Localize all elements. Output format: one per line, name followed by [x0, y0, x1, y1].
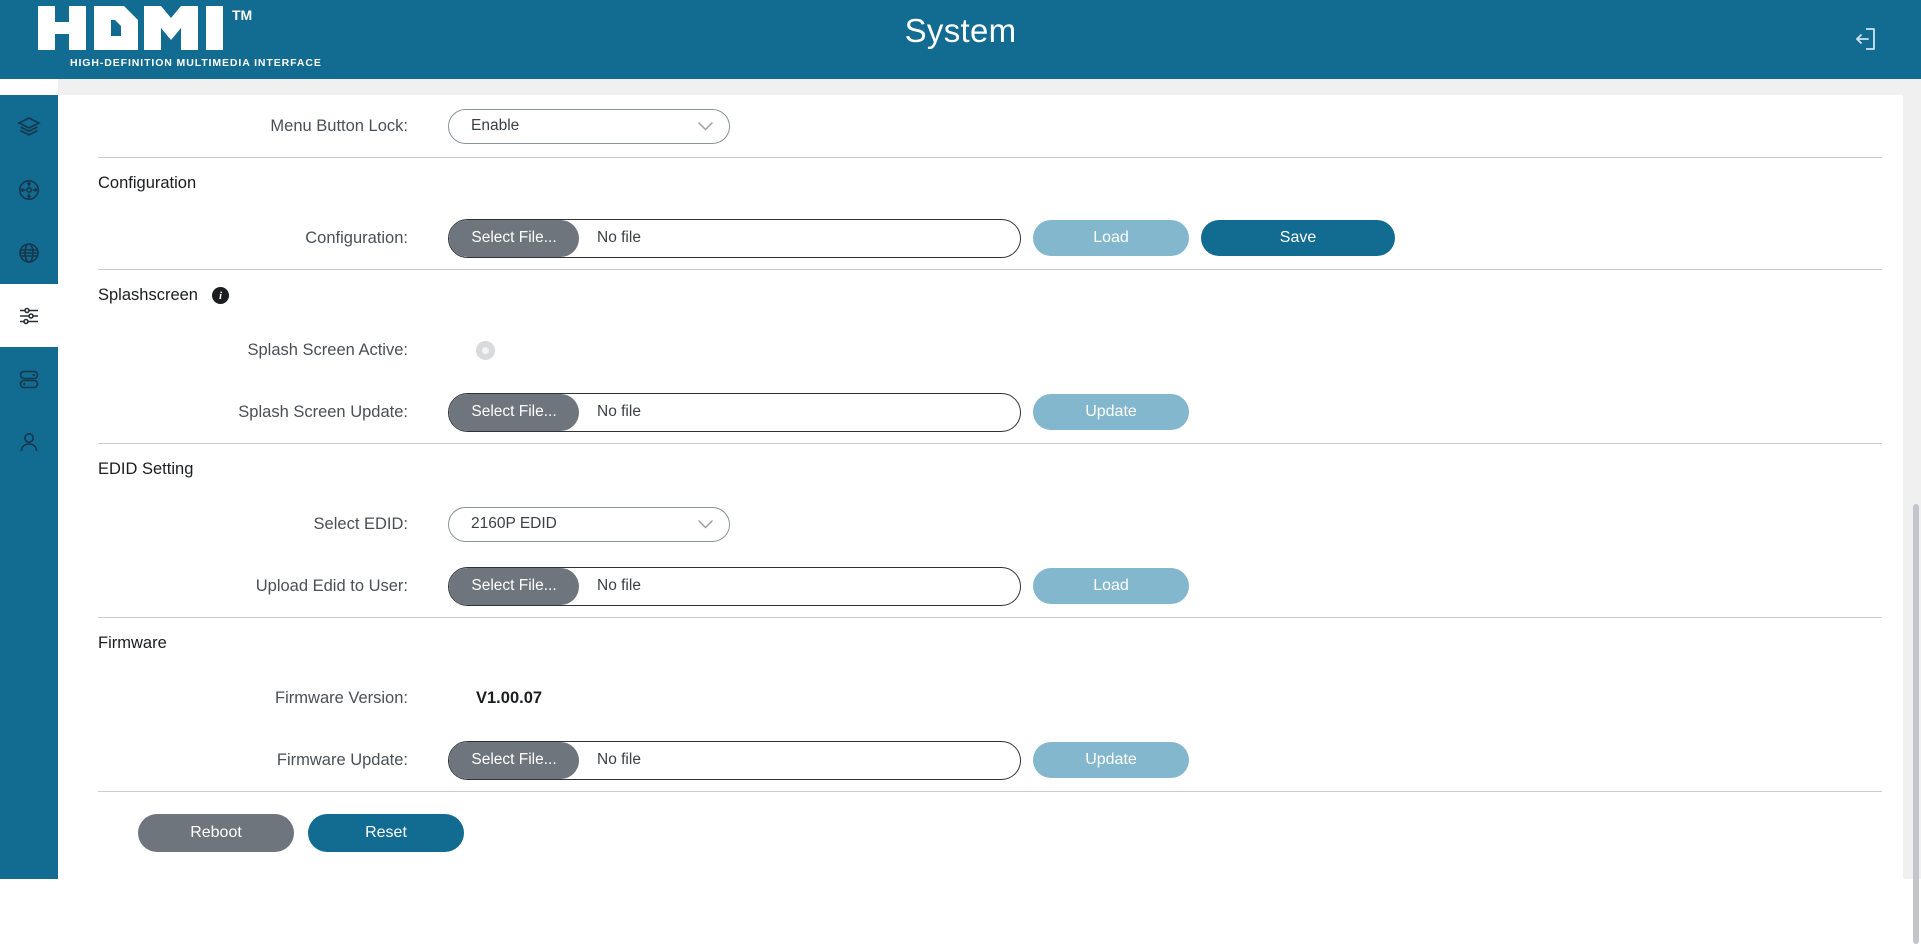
hdmi-wordmark-icon: TM — [38, 6, 252, 50]
firmware-file-input[interactable]: Select File... No file — [448, 740, 1021, 780]
panel-top-gap — [58, 79, 1903, 95]
firmware-update-button[interactable]: Update — [1033, 742, 1189, 778]
row-menu-button-lock: Menu Button Lock: Enable — [98, 95, 1888, 157]
footer-actions: Reboot Reset — [98, 792, 1888, 852]
menu-button-lock-label: Menu Button Lock: — [270, 116, 408, 135]
row-firmware-version: Firmware Version: V1.00.07 — [98, 667, 1888, 729]
splash-screen-file-name: No file — [597, 403, 641, 420]
section-edid: EDID Setting — [98, 444, 1888, 493]
splash-screen-active-radio[interactable] — [476, 340, 495, 360]
divider — [98, 617, 1882, 618]
splash-screen-file-input[interactable]: Select File... No file — [448, 392, 1021, 432]
row-select-edid: Select EDID: 2160P EDID — [98, 493, 1888, 555]
configuration-label: Configuration: — [305, 228, 408, 247]
configuration-file-name: No file — [597, 229, 641, 246]
hdmi-logo: TM HIGH-DEFINITION MULTIMEDIA INTERFACE — [36, 4, 321, 72]
globe-icon — [19, 242, 39, 263]
reboot-button[interactable]: Reboot — [138, 814, 294, 852]
row-splash-screen-update: Splash Screen Update: Select File... No … — [98, 381, 1888, 443]
firmware-file-name: No file — [597, 751, 641, 768]
divider — [98, 443, 1882, 444]
reset-button[interactable]: Reset — [308, 814, 464, 852]
firmware-select-file-button[interactable]: Select File... — [449, 741, 579, 779]
sidebar-nav — [0, 95, 58, 879]
section-splashscreen: Splashscreen i — [98, 270, 1888, 319]
page-scrollbar-track[interactable] — [1903, 79, 1921, 944]
configuration-load-button[interactable]: Load — [1033, 220, 1189, 256]
splash-screen-active-label: Splash Screen Active: — [247, 340, 408, 359]
splashscreen-info-icon[interactable]: i — [211, 287, 229, 304]
row-splash-screen-active: Splash Screen Active: — [98, 319, 1888, 381]
select-edid-value: 2160P EDID — [471, 515, 557, 532]
layers-icon — [17, 116, 41, 136]
row-upload-edid: Upload Edid to User: Select File... No f… — [98, 555, 1888, 617]
splash-screen-select-file-button[interactable]: Select File... — [449, 393, 579, 431]
sidebar-item-user[interactable] — [0, 410, 58, 473]
menu-button-lock-value: Enable — [471, 117, 520, 134]
firmware-version-label: Firmware Version: — [275, 688, 408, 707]
user-icon — [20, 432, 38, 451]
configuration-section-title: Configuration — [98, 174, 197, 192]
chevron-down-icon — [698, 519, 713, 529]
divider — [98, 791, 1882, 792]
edid-section-title: EDID Setting — [98, 460, 194, 478]
divider — [98, 269, 1882, 270]
server-icon — [19, 370, 39, 388]
upload-edid-file-name: No file — [597, 577, 641, 594]
upload-edid-label: Upload Edid to User: — [255, 576, 408, 595]
sliders-icon — [20, 307, 38, 324]
upload-edid-select-file-button[interactable]: Select File... — [449, 567, 579, 605]
sidebar-item-routing[interactable] — [0, 158, 58, 221]
configuration-select-file-button[interactable]: Select File... — [449, 219, 579, 257]
firmware-version-value: V1.00.07 — [476, 688, 543, 707]
app-header: TM HIGH-DEFINITION MULTIMEDIA INTERFACE … — [0, 0, 1921, 79]
splashscreen-section-title: Splashscreen — [98, 286, 198, 304]
configuration-file-input[interactable]: Select File... No file — [448, 218, 1021, 258]
page-title: System — [904, 12, 1017, 49]
splash-screen-update-label: Splash Screen Update: — [238, 402, 408, 421]
logout-button[interactable] — [1845, 19, 1885, 59]
row-firmware-update: Firmware Update: Select File... No file … — [98, 729, 1888, 791]
sidebar-item-system[interactable] — [0, 284, 58, 347]
splash-screen-update-button[interactable]: Update — [1033, 394, 1189, 430]
divider — [98, 157, 1882, 158]
select-edid-label: Select EDID: — [313, 514, 408, 533]
sidebar-item-device[interactable] — [0, 347, 58, 410]
svg-text:TM: TM — [232, 7, 252, 23]
chevron-down-icon — [698, 121, 713, 131]
menu-button-lock-select[interactable]: Enable — [448, 108, 730, 144]
section-firmware: Firmware — [98, 618, 1888, 667]
sidebar-item-network[interactable] — [0, 221, 58, 284]
firmware-section-title: Firmware — [98, 634, 167, 652]
sidebar-item-layers[interactable] — [0, 95, 58, 158]
configuration-save-button[interactable]: Save — [1201, 220, 1395, 256]
select-edid-dropdown[interactable]: 2160P EDID — [448, 506, 730, 542]
section-configuration: Configuration — [98, 158, 1888, 207]
move-crosshair-icon — [19, 179, 39, 200]
upload-edid-load-button[interactable]: Load — [1033, 568, 1189, 604]
logo-subtitle: HIGH-DEFINITION MULTIMEDIA INTERFACE — [70, 57, 322, 69]
system-settings-form: Menu Button Lock: Enable Configuration C… — [98, 95, 1888, 852]
main-panel: Menu Button Lock: Enable Configuration C… — [58, 95, 1903, 879]
logout-icon — [1856, 28, 1875, 50]
page-scrollbar-thumb[interactable] — [1913, 504, 1919, 944]
firmware-update-label: Firmware Update: — [276, 750, 408, 769]
row-configuration: Configuration: Select File... No file Lo… — [98, 207, 1888, 269]
upload-edid-file-input[interactable]: Select File... No file — [448, 566, 1021, 606]
